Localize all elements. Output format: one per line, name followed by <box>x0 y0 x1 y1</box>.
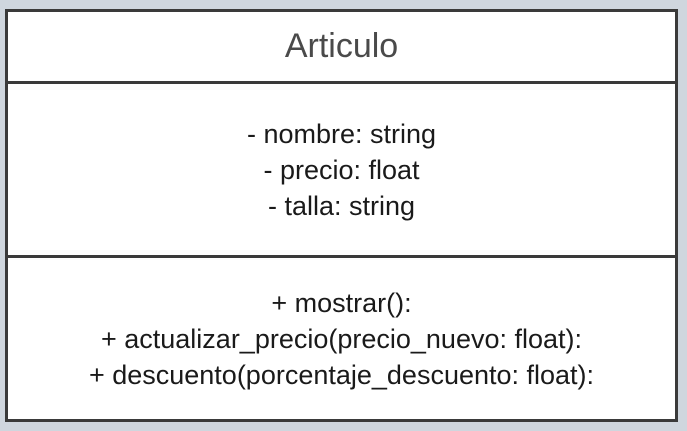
methods-compartment: + mostrar(): + actualizar_precio(precio_… <box>8 258 675 419</box>
attribute-talla: - talla: string <box>267 190 416 221</box>
method-actualizar-precio: + actualizar_precio(precio_nuevo: float)… <box>100 323 583 354</box>
class-name: Articulo <box>8 12 675 84</box>
attribute-precio: - precio: float <box>263 154 420 185</box>
uml-class-box[interactable]: Articulo - nombre: string - precio: floa… <box>5 9 678 422</box>
method-mostrar: + mostrar(): <box>271 287 412 318</box>
method-descuento: + descuento(porcentaje_descuento: float)… <box>88 359 595 390</box>
attribute-nombre: - nombre: string <box>246 118 437 149</box>
attributes-compartment: - nombre: string - precio: float - talla… <box>8 84 675 258</box>
